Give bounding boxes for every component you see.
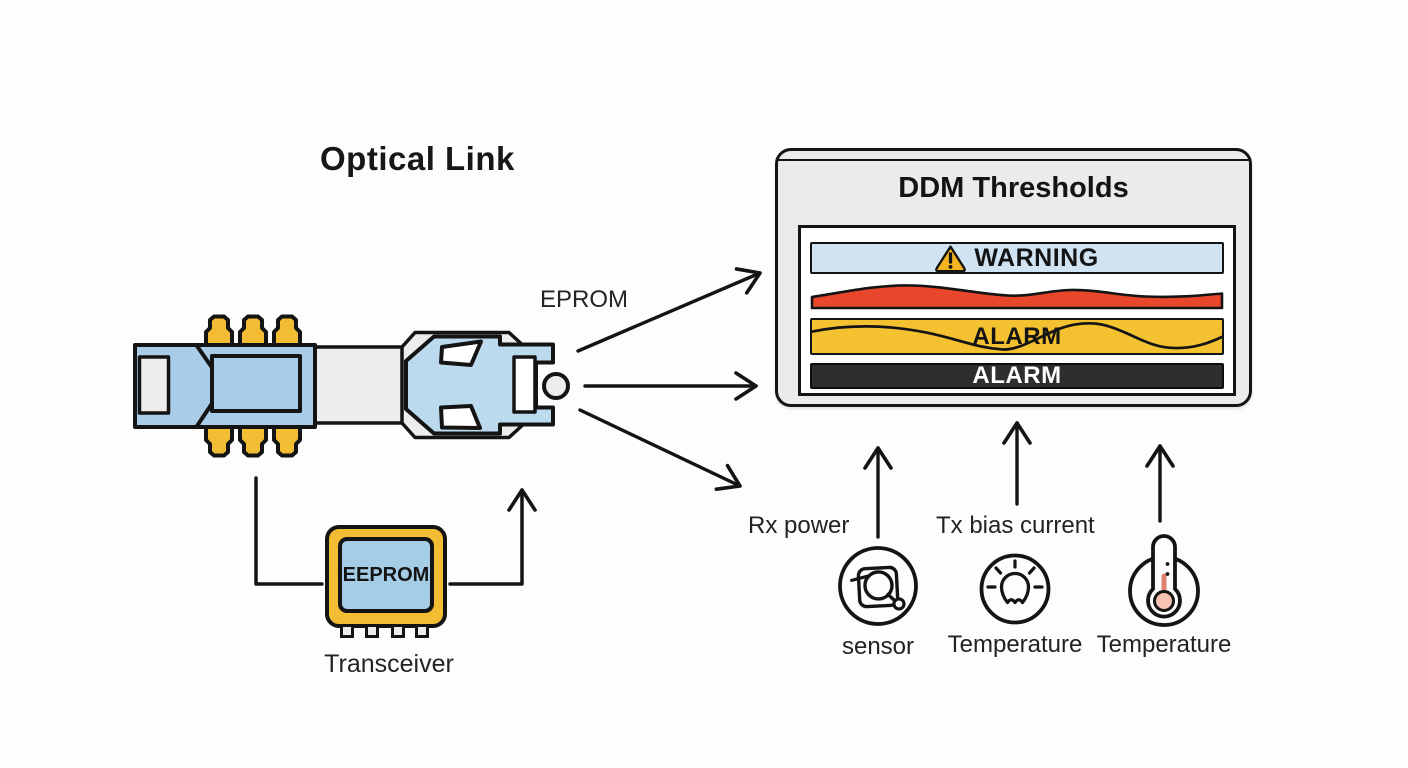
module-pins-bottom [204, 424, 302, 458]
temperature-caption-1: Temperature [947, 631, 1083, 658]
connector-tab [512, 355, 537, 414]
module-window [210, 354, 302, 413]
panel-top-strip [778, 151, 1249, 161]
module-pins-top [204, 314, 302, 348]
panel-title: DDM Thresholds [898, 172, 1129, 204]
chip-leg [365, 624, 379, 638]
connector-shell [400, 330, 528, 440]
transceiver-caption: Transceiver [324, 650, 454, 678]
chip-leg [415, 624, 429, 638]
transceiver-illustration [133, 314, 570, 458]
alarm-bar-yellow: ALARM [810, 318, 1224, 355]
warning-label: WARNING [974, 243, 1099, 272]
threshold-list: WARNING ALARM ALARM [798, 225, 1236, 396]
alarm-yellow-label: ALARM [972, 322, 1062, 350]
connector-ferrule [542, 372, 570, 400]
module-body [133, 343, 317, 429]
eeprom-link-left [254, 476, 324, 586]
sensor-caption: sensor [841, 633, 915, 660]
eeprom-chip-label: EEPROM [338, 537, 434, 613]
diagram-title: Optical Link [320, 140, 515, 177]
connector-cutout-top [439, 339, 483, 367]
chip-leg [340, 624, 354, 638]
bulb-temperature-icon [979, 553, 1051, 625]
image-sensor-icon [838, 546, 918, 626]
warning-triangle-icon [935, 245, 967, 272]
connector-cutout-bottom [439, 404, 482, 430]
module-cable [313, 345, 409, 425]
chip-leg [391, 624, 405, 638]
eeprom-chip: EEPROM [325, 525, 447, 641]
eeprom-chip-body: EEPROM [325, 525, 447, 628]
temperature-caption-2: Temperature [1096, 631, 1232, 658]
warning-bar: WARNING [810, 242, 1224, 274]
alarm-dark-label: ALARM [972, 362, 1062, 389]
module-latch [137, 355, 171, 415]
alarm-bar-dark: ALARM [810, 362, 1224, 389]
tx-bias-current-label: Tx bias current [936, 512, 1095, 539]
connector-body [404, 334, 555, 436]
alarm-wave-line [812, 321, 1222, 351]
module-notch [195, 344, 215, 428]
rx-power-label: Rx power [748, 512, 850, 539]
ddm-thresholds-panel: DDM Thresholds WARNING ALARM [775, 148, 1252, 407]
red-wave-band [810, 284, 1224, 310]
arrow-to-rx-power [578, 408, 742, 491]
thermometer-icon [1128, 534, 1200, 627]
eprom-label: EPROM [539, 286, 629, 313]
eeprom-link-right-arrow [448, 488, 537, 586]
